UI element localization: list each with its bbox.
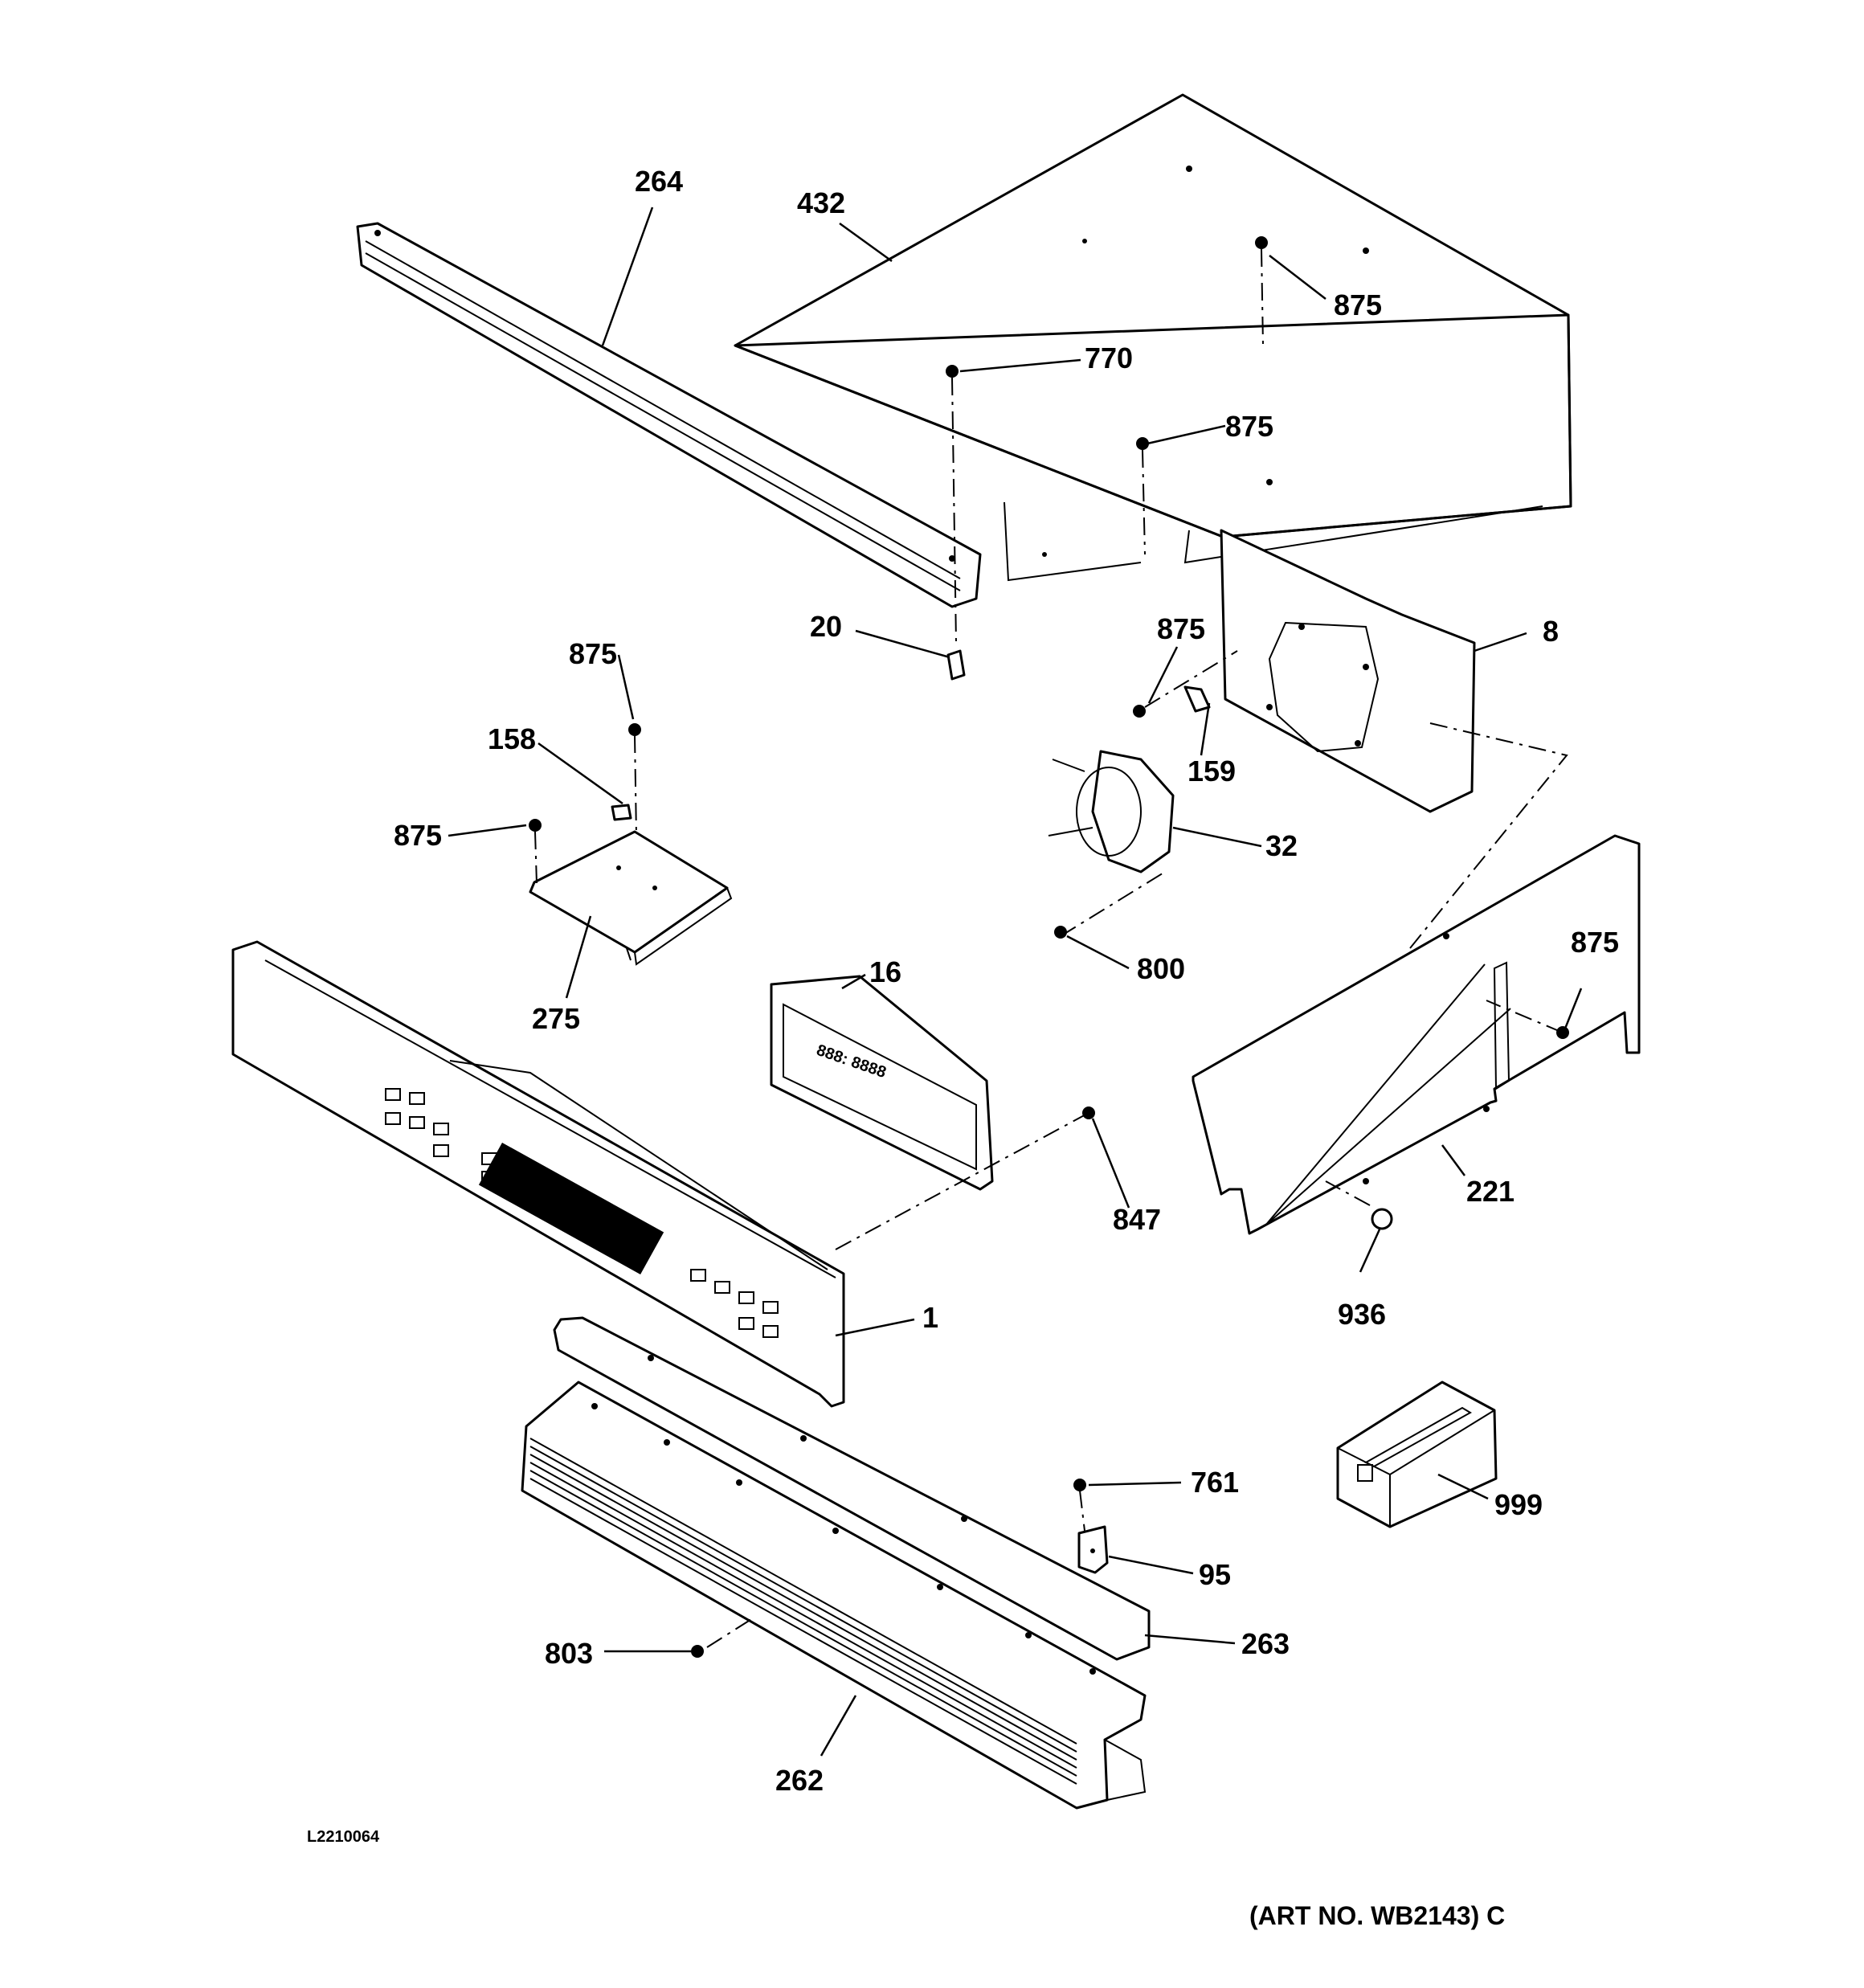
part-8-blower-bracket <box>1220 529 1476 813</box>
callout-847: 847 <box>1113 1203 1161 1236</box>
callout-800: 800 <box>1137 952 1185 985</box>
callout-803: 803 <box>545 1637 593 1670</box>
callout-262: 262 <box>775 1764 824 1797</box>
callout-1: 1 <box>922 1301 938 1334</box>
part-999-box <box>1336 1381 1498 1528</box>
part-95-bracket <box>1077 1525 1109 1574</box>
part-262-vent-grille <box>521 1381 1147 1810</box>
part-16-control-board: 888: 8888 <box>770 975 994 1191</box>
callout-20: 20 <box>810 610 842 643</box>
fasteners <box>529 236 1569 1658</box>
callout-936: 936 <box>1338 1298 1386 1331</box>
part-432-top-panel <box>734 93 1572 582</box>
leader-lines <box>448 207 1583 1757</box>
art-number: (ART NO. WB2143) C <box>1249 1901 1505 1930</box>
callout-263: 263 <box>1241 1627 1290 1660</box>
callout-999: 999 <box>1494 1488 1543 1521</box>
callout-432: 432 <box>797 186 845 219</box>
callout-770: 770 <box>1085 342 1133 374</box>
part-264-top-rail <box>356 222 982 608</box>
callout-875-side: 875 <box>1571 926 1619 959</box>
callout-875-top: 875 <box>1334 288 1382 321</box>
callout-32: 32 <box>1265 829 1298 862</box>
drawing-id: L2210064 <box>307 1828 380 1846</box>
callout-16: 16 <box>869 955 901 988</box>
part-1-control-panel <box>231 940 845 1408</box>
callout-221: 221 <box>1466 1175 1514 1208</box>
part-275-shield <box>529 830 733 966</box>
callout-275: 275 <box>532 1002 580 1035</box>
callout-159: 159 <box>1187 755 1236 787</box>
callout-labels: 264 432 875 770 875 20 875 8 875 158 159… <box>394 165 1619 1797</box>
callout-8: 8 <box>1543 615 1559 648</box>
callout-875-shield: 875 <box>394 819 442 852</box>
callout-95: 95 <box>1199 1558 1231 1591</box>
control-panel-keypad <box>385 1088 779 1338</box>
callout-875-left: 875 <box>569 637 617 670</box>
part-263-trim <box>553 1316 1151 1661</box>
part-221-side-panel <box>1192 834 1641 1235</box>
assembly-lines <box>534 248 1568 1648</box>
part-32-blower-motor <box>1048 750 1175 873</box>
callout-158: 158 <box>488 722 536 755</box>
callout-875-bracket: 875 <box>1157 612 1205 645</box>
callout-264: 264 <box>635 165 683 198</box>
callout-761: 761 <box>1191 1466 1239 1499</box>
callout-875-mid: 875 <box>1225 410 1273 443</box>
